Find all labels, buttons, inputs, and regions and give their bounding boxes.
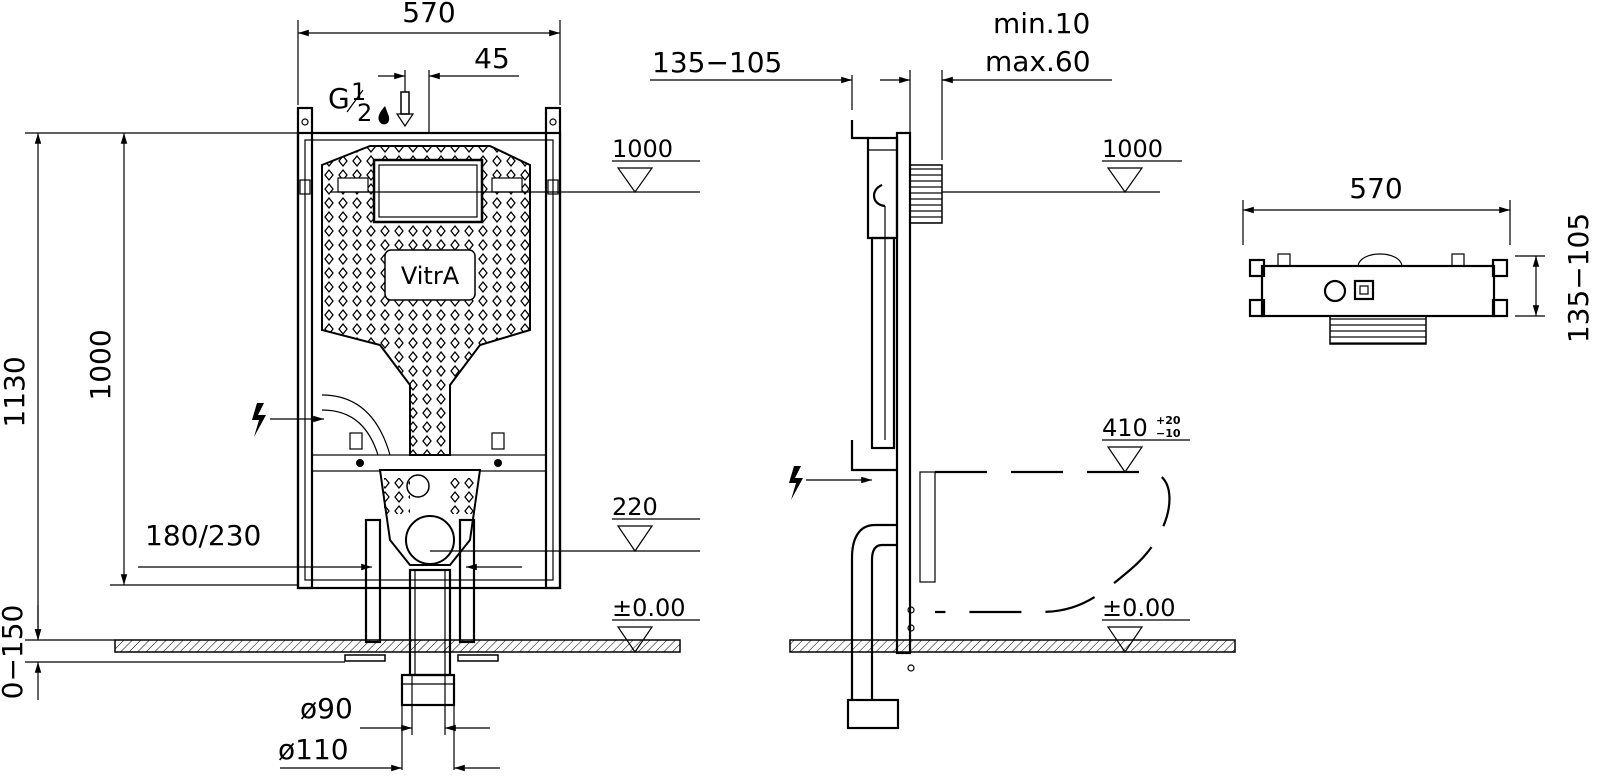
- dim-45: 45: [474, 42, 510, 75]
- dim-0-150: 0−150: [0, 605, 29, 700]
- water-drop-icon: [378, 106, 390, 125]
- service-opening: [372, 158, 484, 224]
- dim-570-front: 570: [402, 0, 455, 29]
- lightning-icon: [252, 403, 266, 437]
- top-ribbed-connector: [1329, 315, 1427, 345]
- dim-max60: max.60: [985, 45, 1091, 78]
- level-220: 220: [612, 493, 658, 521]
- side-view: 135−105 min.10 max.60 1000 410 +20 −10 ±…: [650, 7, 1236, 730]
- brand-plate: [384, 249, 476, 301]
- wc-outline-dashed: [935, 470, 1171, 614]
- level-1000-front: 1000: [612, 135, 673, 163]
- thread-num: 1: [351, 78, 366, 106]
- level-410: 410: [1102, 414, 1148, 442]
- brand-label: VitrA: [401, 262, 460, 290]
- thread-den: 2: [357, 99, 372, 127]
- top-view: 570 135−105: [1242, 172, 1595, 345]
- dim-135-105-side: 135−105: [652, 46, 782, 79]
- floor-hatch-front: [114, 639, 681, 653]
- lightning-icon-side: [789, 466, 803, 500]
- dim-1000-vertical: 1000: [84, 329, 117, 400]
- level-zero-side: ±0.00: [1102, 594, 1176, 622]
- dim-570-top: 570: [1349, 172, 1402, 205]
- level-zero-front: ±0.00: [612, 594, 686, 622]
- front-view: VitrA 570: [0, 0, 700, 772]
- outlet-pipe: [400, 673, 456, 707]
- threaded-connector: [909, 164, 943, 224]
- dim-min10: min.10: [993, 7, 1090, 40]
- dim-180-230: 180/230: [145, 519, 261, 552]
- level-1000-side: 1000: [1102, 135, 1163, 163]
- top-frame: [1260, 264, 1496, 318]
- dim-o90: ø90: [300, 692, 353, 725]
- dim-135-105-top: 135−105: [1562, 213, 1595, 343]
- dim-o110: ø110: [278, 733, 349, 766]
- tol-plus: +20: [1156, 414, 1181, 427]
- dim-1130: 1130: [0, 356, 31, 427]
- thread-label: G: [328, 82, 350, 115]
- floor-hatch-side: [789, 639, 1236, 653]
- tol-minus: −10: [1156, 427, 1181, 440]
